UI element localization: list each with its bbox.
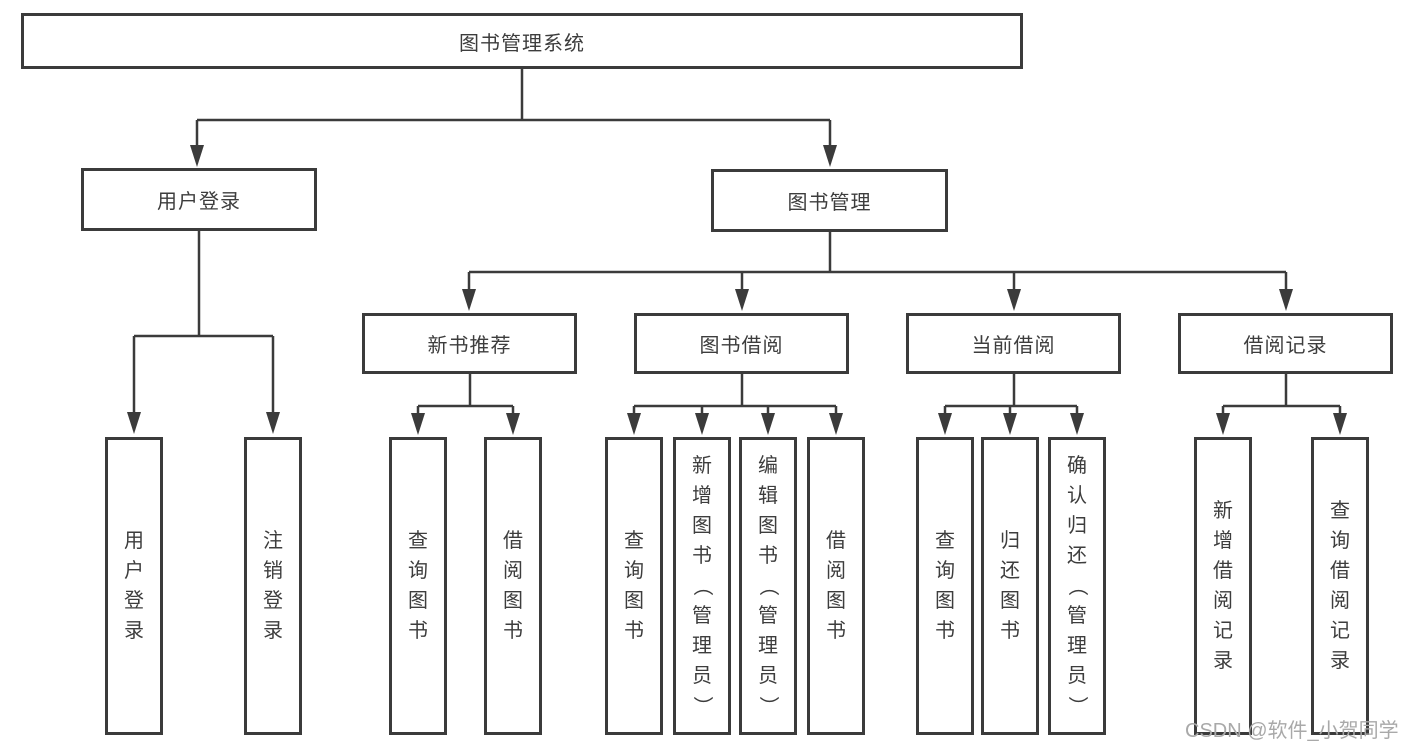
watermark: CSDN @软件_小贺同学 bbox=[1185, 720, 1399, 742]
leaf-borrow-book-recommend: 借阅图书 bbox=[484, 437, 542, 735]
leaf-add-book-admin: 新增图书（管理员） bbox=[673, 437, 731, 735]
leaf-query-book-current: 查询图书 bbox=[916, 437, 974, 735]
leaf-edit-book-admin: 编辑图书（管理员） bbox=[739, 437, 797, 735]
leaf-user-login: 用户登录 bbox=[105, 437, 163, 735]
node-book-management: 图书管理 bbox=[711, 169, 948, 232]
node-root: 图书管理系统 bbox=[21, 13, 1023, 69]
leaf-query-borrow-record: 查询借阅记录 bbox=[1311, 437, 1369, 735]
leaf-query-book-borrow: 查询图书 bbox=[605, 437, 663, 735]
leaf-logout-login: 注销登录 bbox=[244, 437, 302, 735]
node-new-book-recommend: 新书推荐 bbox=[362, 313, 577, 374]
node-current-borrow: 当前借阅 bbox=[906, 313, 1121, 374]
leaf-query-book-recommend: 查询图书 bbox=[389, 437, 447, 735]
arrowheads bbox=[127, 145, 1347, 435]
node-user-login: 用户登录 bbox=[81, 168, 317, 231]
leaf-add-borrow-record: 新增借阅记录 bbox=[1194, 437, 1252, 735]
node-borrow-records: 借阅记录 bbox=[1178, 313, 1393, 374]
leaf-borrow-book: 借阅图书 bbox=[807, 437, 865, 735]
node-book-borrow: 图书借阅 bbox=[634, 313, 849, 374]
leaf-confirm-return-admin: 确认归还（管理员） bbox=[1048, 437, 1106, 735]
leaf-return-book: 归还图书 bbox=[981, 437, 1039, 735]
